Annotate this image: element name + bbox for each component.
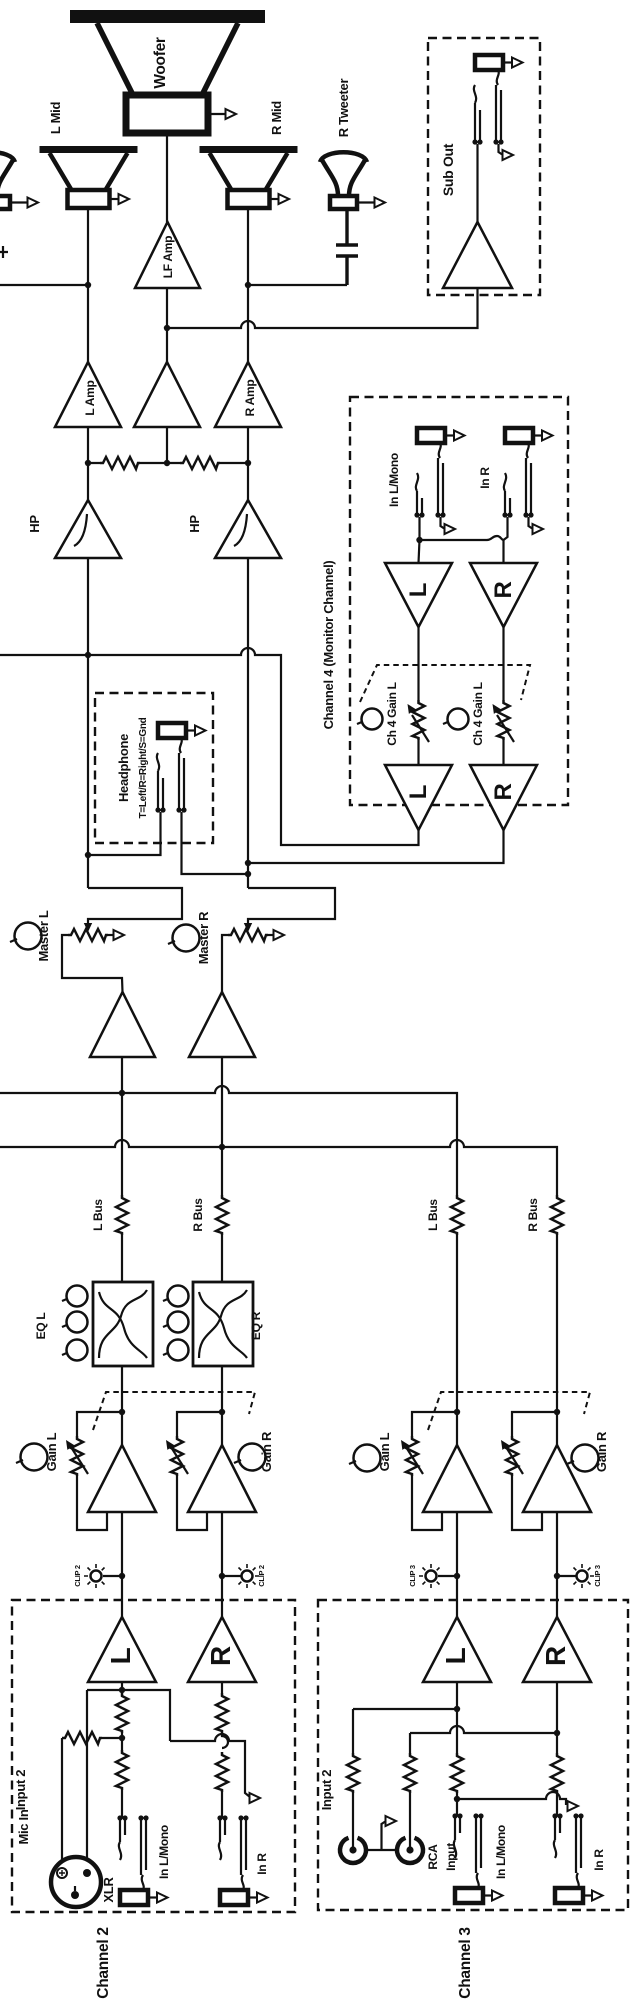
ch3-r-bus-label: R Bus <box>526 1198 540 1232</box>
sub-out-section: Sub Out <box>426 36 542 297</box>
ch4-gain-l-label: Ch 4 Gain L <box>385 682 399 745</box>
master-section: Headphone T=Left/R=Right/S=Gnd Master L … <box>0 558 505 1147</box>
r-tweeter-speaker: R Tweeter <box>317 79 386 285</box>
monitor-channel-section: Channel 4 (Monitor Channel) In L/Mono In… <box>321 395 570 833</box>
power-amps: LF Amp L Amp R Amp <box>52 219 284 429</box>
l-tweeter-speaker: L Tweeter <box>0 150 39 258</box>
ch2-gain-l-label: Gain L <box>44 1432 59 1471</box>
monitor-in-r-jack <box>502 428 552 518</box>
ch2-gain-r: Gain R CLIP 2 <box>162 1408 274 1617</box>
ch3-gain-r: Gain R CLIP 3 <box>497 1408 609 1617</box>
ch3-clip-r-led <box>568 1562 596 1590</box>
ch3-gain-l-knob <box>347 1443 382 1473</box>
monitor-amp-l-letter: L <box>405 785 432 799</box>
gain-stages: Gain L CLIP 2 Gain R CLIP 2 Gain L CLIP … <box>14 1391 609 1617</box>
ch2-clip-r-led <box>233 1562 261 1590</box>
r-mid-speaker: R Mid <box>200 101 298 208</box>
ch2-in-r-label: In R <box>255 1853 269 1875</box>
r-tweeter-label: R Tweeter <box>336 79 351 138</box>
ch2-in-l-label: In L/Mono <box>157 1825 171 1879</box>
hp-left-label: HP <box>27 515 42 533</box>
ch3-gain-r-label: Gain R <box>594 1431 609 1472</box>
monitor-in-l-jack <box>414 428 464 518</box>
monitor-buffer-l-letter: L <box>405 583 432 597</box>
sub-out-jack <box>472 55 522 145</box>
ch3-input-label: Input 2 <box>319 1770 334 1811</box>
master-r-knob <box>166 923 201 953</box>
channel2-name: Channel 2 <box>95 1927 112 1998</box>
ch2-clip-r-label: CLIP 2 <box>257 1565 266 1587</box>
output-wiring <box>0 133 479 500</box>
eq-r-label: EQ R <box>249 1311 263 1340</box>
master-l-label: Master L <box>36 910 51 961</box>
ch3-clip-r-label: CLIP 3 <box>593 1565 602 1587</box>
eq-r-block: EQ R <box>161 1280 263 1368</box>
ch3-rca-label-1: RCA <box>426 1844 440 1870</box>
ch3-clip-l-led <box>417 1562 445 1590</box>
bus-eq-section: L Bus R Bus L Bus R Bus EQ L EQ R <box>0 1084 565 1412</box>
ch2-input-label: Input 2 <box>13 1770 28 1811</box>
ch4-gain-r-knob <box>441 707 470 731</box>
master-r-volume: Master R <box>166 911 285 992</box>
ch2-buffer-r-letter: R <box>205 1646 236 1666</box>
ch4-gain-l-knob <box>355 707 384 731</box>
ch2-xlr-label: XLR <box>101 1877 116 1903</box>
ch2-mic-in-label: Mic In <box>16 1809 31 1844</box>
ch3-rca-inputs: RCA Input <box>340 1815 458 1871</box>
woofer-speaker: Woofer <box>70 10 265 137</box>
ch3-gain-l: Gain L CLIP 3 <box>347 1408 494 1617</box>
l-mid-label: L Mid <box>48 102 63 135</box>
ch2-l-bus-label: L Bus <box>91 1199 105 1231</box>
ch3-in-r-label: In R <box>592 1849 606 1871</box>
headphone-pinout-label: T=Left/R=Right/S=Gnd <box>138 717 149 818</box>
channel2-section: Channel 2 L R Input 2 Mic In XLR In L/Mo… <box>10 1598 297 1999</box>
ch3-in-l-label: In L/Mono <box>494 1825 508 1879</box>
monitor-buffer-r-letter: R <box>490 581 517 598</box>
ch2-gain-r-label: Gain R <box>259 1431 274 1472</box>
ch3-buffer-r-letter: R <box>540 1646 571 1666</box>
ch2-buffer-l-letter: L <box>105 1647 136 1664</box>
ch3-clip-l-label: CLIP 3 <box>408 1565 417 1587</box>
channel3-name: Channel 3 <box>457 1927 474 1999</box>
hp-filters: HP HP <box>27 497 284 560</box>
ch2-gain-l-knob <box>14 1442 49 1472</box>
ch3-l-bus-label: L Bus <box>426 1199 440 1231</box>
eq-l-label: EQ L <box>34 1313 48 1340</box>
monitor-amp-r-letter: R <box>490 783 517 800</box>
channel3-section: Channel 3 L R Input 2 RCA Input In L/Mon… <box>316 1598 630 1999</box>
sub-out-label: Sub Out <box>440 143 456 196</box>
master-l-volume: Master L <box>8 910 125 993</box>
ch3-gain-l-label: Gain L <box>377 1432 392 1471</box>
l-mid-speaker: L Mid <box>40 102 138 208</box>
ch2-clip-l-led <box>82 1562 110 1590</box>
ch2-xlr-connector: Mic In XLR <box>16 1809 116 1910</box>
master-r-label: Master R <box>196 911 211 964</box>
ch4-gain-r-label: Ch 4 Gain L <box>471 682 485 745</box>
eq-l-block: EQ L <box>34 1280 155 1368</box>
ch2-clip-l-label: CLIP 2 <box>73 1565 82 1587</box>
crossover-capacitor <box>336 209 358 285</box>
ch2-r-bus-label: R Bus <box>191 1198 205 1232</box>
headphone-section: Headphone T=Left/R=Right/S=Gnd <box>84 691 252 878</box>
l-amp-label: L Amp <box>83 380 97 415</box>
woofer-label: Woofer <box>152 37 169 89</box>
lf-amp-label: LF Amp <box>161 236 175 278</box>
r-mid-label: R Mid <box>269 101 284 135</box>
r-amp-label: R Amp <box>243 380 257 417</box>
output-section: Woofer L Mid R Mid L Tweeter R Tweeter L… <box>0 10 542 560</box>
headphone-label: Headphone <box>116 734 131 802</box>
monitor-title: Channel 4 (Monitor Channel) <box>321 561 336 730</box>
ch3-buffer-l-letter: L <box>440 1647 471 1664</box>
headphone-jack <box>155 723 205 813</box>
hp-right-label: HP <box>187 515 202 533</box>
monitor-in-r-label: In R <box>478 467 492 489</box>
ch2-gain-l: Gain L CLIP 2 <box>14 1408 159 1617</box>
monitor-in-l-label: In L/Mono <box>387 453 401 507</box>
